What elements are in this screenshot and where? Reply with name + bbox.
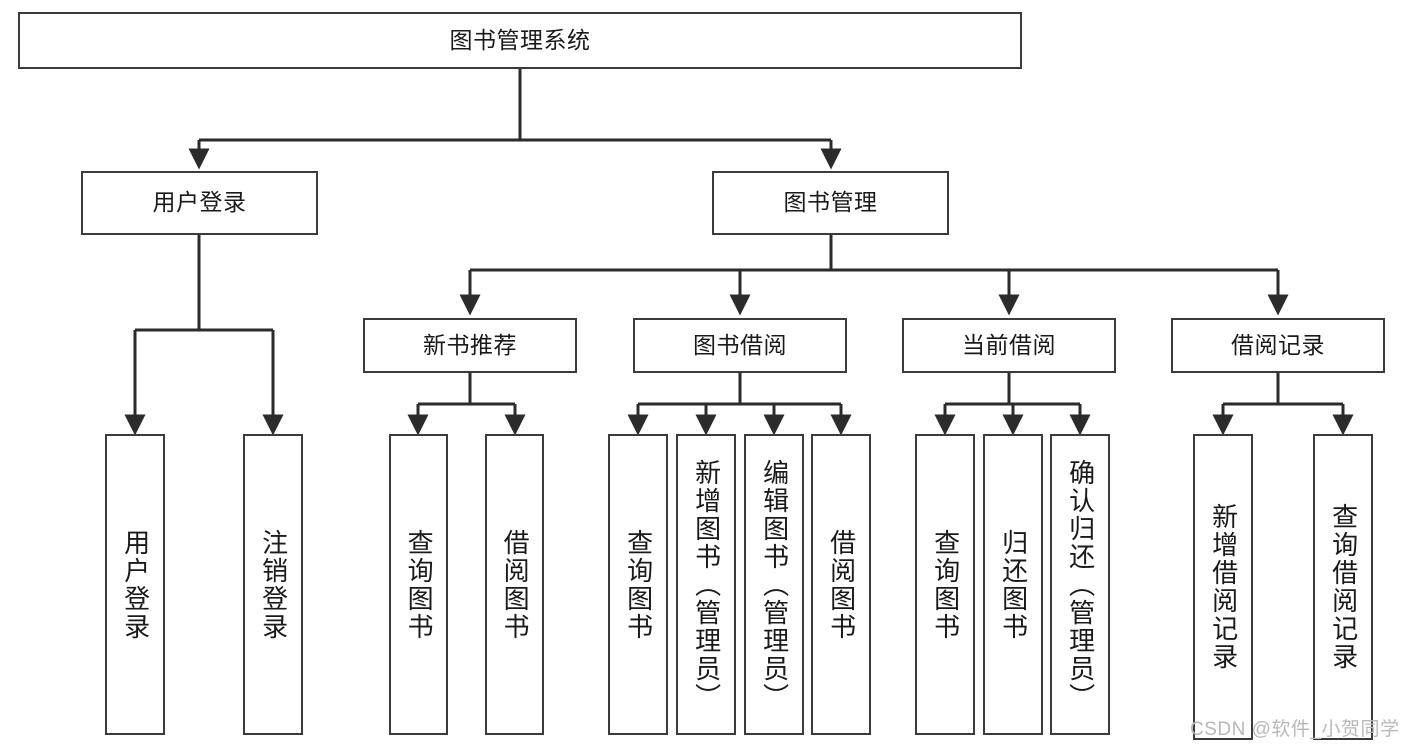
node-user-login[interactable]: 用户登录 bbox=[81, 171, 318, 235]
node-root-label: 图书管理系统 bbox=[449, 26, 591, 53]
node-leaf-borrow-book-2-label: 借阅图书 bbox=[826, 528, 857, 641]
node-leaf-logout-label: 注销登录 bbox=[258, 528, 289, 641]
node-leaf-query-book-2[interactable]: 查询图书 bbox=[608, 434, 668, 735]
node-leaf-logout[interactable]: 注销登录 bbox=[243, 434, 303, 735]
node-root[interactable]: 图书管理系统 bbox=[18, 12, 1022, 69]
node-leaf-borrow-book-2[interactable]: 借阅图书 bbox=[811, 434, 871, 735]
node-new-book-rec-label: 新书推荐 bbox=[423, 331, 517, 358]
node-book-borrow[interactable]: 图书借阅 bbox=[633, 318, 847, 373]
watermark: CSDN @软件_小贺同学 bbox=[1190, 719, 1400, 740]
node-leaf-query-book-2-label: 查询图书 bbox=[623, 528, 654, 641]
node-leaf-confirm-return[interactable]: 确认归还（管理员） bbox=[1050, 434, 1110, 735]
node-leaf-confirm-return-label: 确认归还（管理员） bbox=[1065, 458, 1096, 711]
node-borrow-record-label: 借阅记录 bbox=[1231, 331, 1325, 358]
node-leaf-add-book-label: 新增图书（管理员） bbox=[691, 458, 722, 711]
node-current-borrow-label: 当前借阅 bbox=[962, 331, 1056, 358]
node-new-book-rec[interactable]: 新书推荐 bbox=[363, 318, 577, 373]
node-book-manage[interactable]: 图书管理 bbox=[712, 171, 949, 235]
node-leaf-return-book[interactable]: 归还图书 bbox=[983, 434, 1043, 735]
node-user-login-label: 用户登录 bbox=[152, 189, 247, 216]
node-leaf-query-book-1[interactable]: 查询图书 bbox=[389, 434, 448, 735]
node-leaf-query-record[interactable]: 查询借阅记录 bbox=[1313, 434, 1373, 740]
node-leaf-query-book-3-label: 查询图书 bbox=[930, 528, 961, 641]
node-leaf-add-book[interactable]: 新增图书（管理员） bbox=[676, 434, 736, 735]
node-leaf-borrow-book-1-label: 借阅图书 bbox=[500, 528, 531, 641]
node-leaf-add-record[interactable]: 新增借阅记录 bbox=[1193, 434, 1253, 740]
node-leaf-user-login-label: 用户登录 bbox=[120, 528, 151, 641]
node-book-borrow-label: 图书借阅 bbox=[693, 331, 787, 358]
node-borrow-record[interactable]: 借阅记录 bbox=[1171, 318, 1385, 373]
node-leaf-borrow-book-1[interactable]: 借阅图书 bbox=[485, 434, 544, 735]
node-book-manage-label: 图书管理 bbox=[783, 189, 878, 216]
node-leaf-edit-book-label: 编辑图书（管理员） bbox=[759, 458, 790, 711]
node-leaf-edit-book[interactable]: 编辑图书（管理员） bbox=[744, 434, 804, 735]
node-leaf-query-book-1-label: 查询图书 bbox=[404, 528, 435, 641]
node-leaf-return-book-label: 归还图书 bbox=[998, 528, 1029, 641]
node-leaf-query-record-label: 查询借阅记录 bbox=[1328, 503, 1359, 671]
node-leaf-user-login[interactable]: 用户登录 bbox=[105, 434, 165, 735]
node-leaf-add-record-label: 新增借阅记录 bbox=[1208, 503, 1239, 671]
node-current-borrow[interactable]: 当前借阅 bbox=[902, 318, 1116, 373]
node-leaf-query-book-3[interactable]: 查询图书 bbox=[915, 434, 975, 735]
